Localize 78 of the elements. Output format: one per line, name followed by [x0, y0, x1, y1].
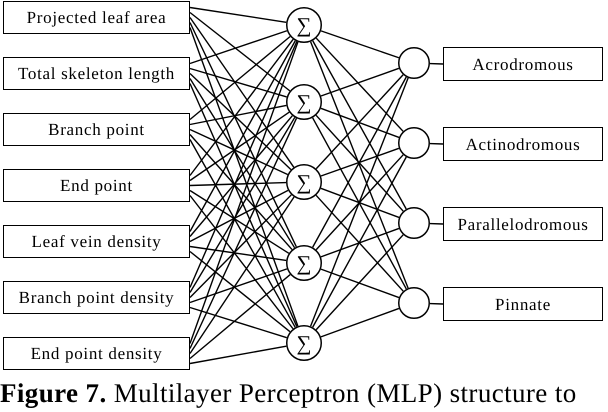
connector-line [316, 234, 404, 330]
connector-line [320, 148, 400, 177]
connector-line [189, 17, 294, 168]
output-box: Pinnate [443, 287, 603, 321]
input-box: End point [3, 169, 190, 202]
connector-line [189, 41, 298, 288]
summation-circle: ∑ [286, 325, 322, 361]
connector-line [312, 156, 407, 328]
connector-line [189, 40, 296, 232]
connector-line [190, 128, 288, 176]
connector-line [189, 38, 294, 176]
connector-line [190, 73, 292, 170]
connector-line [190, 30, 288, 64]
connector-line [189, 117, 296, 293]
neuron-circle [398, 207, 430, 239]
connector-line [190, 306, 288, 338]
connector-line [189, 115, 293, 237]
connector-line [190, 246, 286, 262]
input-box: Branch point [3, 113, 190, 146]
connector-line [189, 83, 298, 327]
summation-circle: ∑ [286, 164, 322, 200]
connector-line [320, 268, 400, 298]
connector-line [189, 22, 297, 248]
connector-line [320, 68, 400, 97]
connector-line [320, 308, 400, 338]
connector-line [316, 194, 404, 292]
neuron-circle [398, 287, 430, 319]
connector-line [190, 190, 290, 254]
connector-line [320, 30, 400, 58]
input-box: End point density [3, 337, 190, 370]
connector-line [190, 194, 292, 298]
connector-line [312, 40, 407, 210]
connector-line [316, 114, 404, 212]
connector-line [190, 268, 288, 304]
connector-line [430, 222, 444, 225]
connector-line [310, 78, 409, 326]
connector-line [316, 74, 404, 170]
connector-line [190, 36, 291, 120]
connector-line [190, 274, 291, 360]
connector-line [430, 142, 444, 145]
summation-circle: ∑ [286, 84, 322, 120]
connector-line [312, 117, 407, 290]
connector-line [310, 41, 409, 288]
connector-line [189, 139, 296, 328]
connector-line [320, 188, 400, 218]
connector-line [190, 346, 286, 364]
connector-line [190, 104, 286, 126]
input-box: Total skeleton length [3, 57, 190, 90]
connector-line [316, 38, 404, 132]
connector-line [190, 12, 290, 92]
connector-line [190, 250, 290, 332]
connector-line [316, 154, 404, 250]
input-box: Projected leaf area [3, 1, 190, 34]
connector-line [190, 190, 288, 242]
summation-circle: ∑ [286, 7, 322, 43]
input-box: Leaf vein density [3, 225, 190, 258]
connector-line [189, 134, 293, 250]
connector-line [189, 118, 298, 349]
neuron-circle [398, 127, 430, 159]
connector-line [189, 78, 296, 248]
output-box: Actinodromous [443, 127, 603, 161]
connector-line [189, 195, 294, 330]
connector-line [320, 228, 400, 258]
connector-line [320, 108, 400, 138]
connector-line [190, 6, 286, 23]
output-box: Acrodromous [443, 47, 603, 81]
summation-circle: ∑ [286, 245, 322, 281]
connector-line [430, 62, 444, 65]
connector-line [190, 68, 287, 98]
connector-line [189, 196, 295, 354]
connector-line [190, 182, 286, 186]
figure-caption: Figure 7. Multilayer Perceptron (MLP) structure to [0, 377, 578, 409]
input-box: Branch point density [3, 281, 190, 314]
neuron-circle [398, 47, 430, 79]
output-box: Parallelodromous [443, 207, 603, 241]
connector-line [190, 112, 290, 182]
connector-line [430, 302, 444, 305]
connector-line [312, 76, 407, 248]
